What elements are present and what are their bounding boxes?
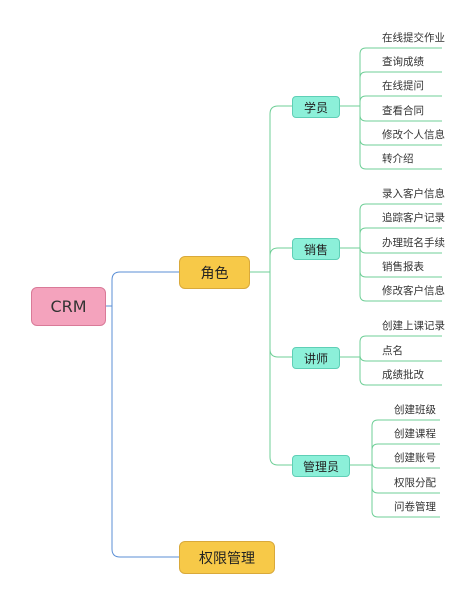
root-node-crm[interactable]: CRM (31, 287, 106, 326)
connector-leaf-0-0 (359, 47, 442, 106)
leaf-item[interactable]: 问卷管理 (394, 501, 436, 513)
leaf-item[interactable]: 查询成绩 (382, 56, 424, 68)
leaf-item[interactable]: 创建课程 (394, 428, 436, 440)
connector-role-3 (269, 272, 292, 466)
leaf-item[interactable]: 查看合同 (382, 105, 424, 117)
connector-leaf-1-1 (359, 227, 442, 248)
connector-leaf-0-5 (359, 106, 442, 170)
connector-leaf-3-2 (371, 461, 440, 469)
leaf-item[interactable]: 销售报表 (382, 261, 424, 273)
leaf-item[interactable]: 追踪客户记录 (382, 212, 445, 224)
leaf-item[interactable]: 创建班级 (394, 404, 436, 416)
leaf-item[interactable]: 转介绍 (382, 153, 414, 165)
connector-role-0 (269, 105, 292, 272)
connector-leaf-3-4 (371, 465, 440, 518)
connector-leaf-1-4 (359, 248, 442, 302)
connector-root-roles (106, 271, 179, 307)
branch-node-permission-management[interactable]: 权限管理 (179, 541, 275, 574)
connector-leaf-3-1 (371, 443, 440, 465)
connector-leaf-0-2 (359, 95, 442, 106)
connector-leaf-1-0 (359, 203, 442, 248)
leaf-item[interactable]: 录入客户信息 (382, 188, 445, 200)
leaf-item[interactable]: 修改客户信息 (382, 285, 445, 297)
connector-leaf-0-1 (359, 71, 442, 106)
leaf-item[interactable]: 创建账号 (394, 452, 436, 464)
connector-role-2 (269, 272, 292, 358)
connector-leaf-2-1 (359, 354, 442, 362)
leaf-item[interactable]: 修改个人信息 (382, 129, 445, 141)
connector-leaf-2-0 (359, 335, 442, 357)
leaf-item[interactable]: 创建上课记录 (382, 320, 445, 332)
leaf-item[interactable]: 点名 (382, 345, 403, 357)
leaf-item[interactable]: 在线提问 (382, 80, 424, 92)
connector-leaf-3-0 (371, 419, 440, 465)
role-node-teacher[interactable]: 讲师 (292, 347, 340, 369)
leaf-item[interactable]: 办理班名手续 (382, 237, 445, 249)
connector-leaf-2-2 (359, 357, 442, 386)
connector-root-permission (111, 306, 179, 558)
leaf-item[interactable]: 权限分配 (394, 477, 436, 489)
branch-node-roles[interactable]: 角色 (179, 256, 250, 289)
leaf-item[interactable]: 在线提交作业 (382, 32, 445, 44)
role-node-sales[interactable]: 销售 (292, 238, 340, 260)
role-node-admin[interactable]: 管理员 (292, 455, 350, 477)
leaf-item[interactable]: 成绩批改 (382, 369, 424, 381)
connector-role-1 (269, 247, 292, 272)
connector-leaf-1-2 (359, 246, 442, 254)
role-node-student[interactable]: 学员 (292, 96, 340, 118)
